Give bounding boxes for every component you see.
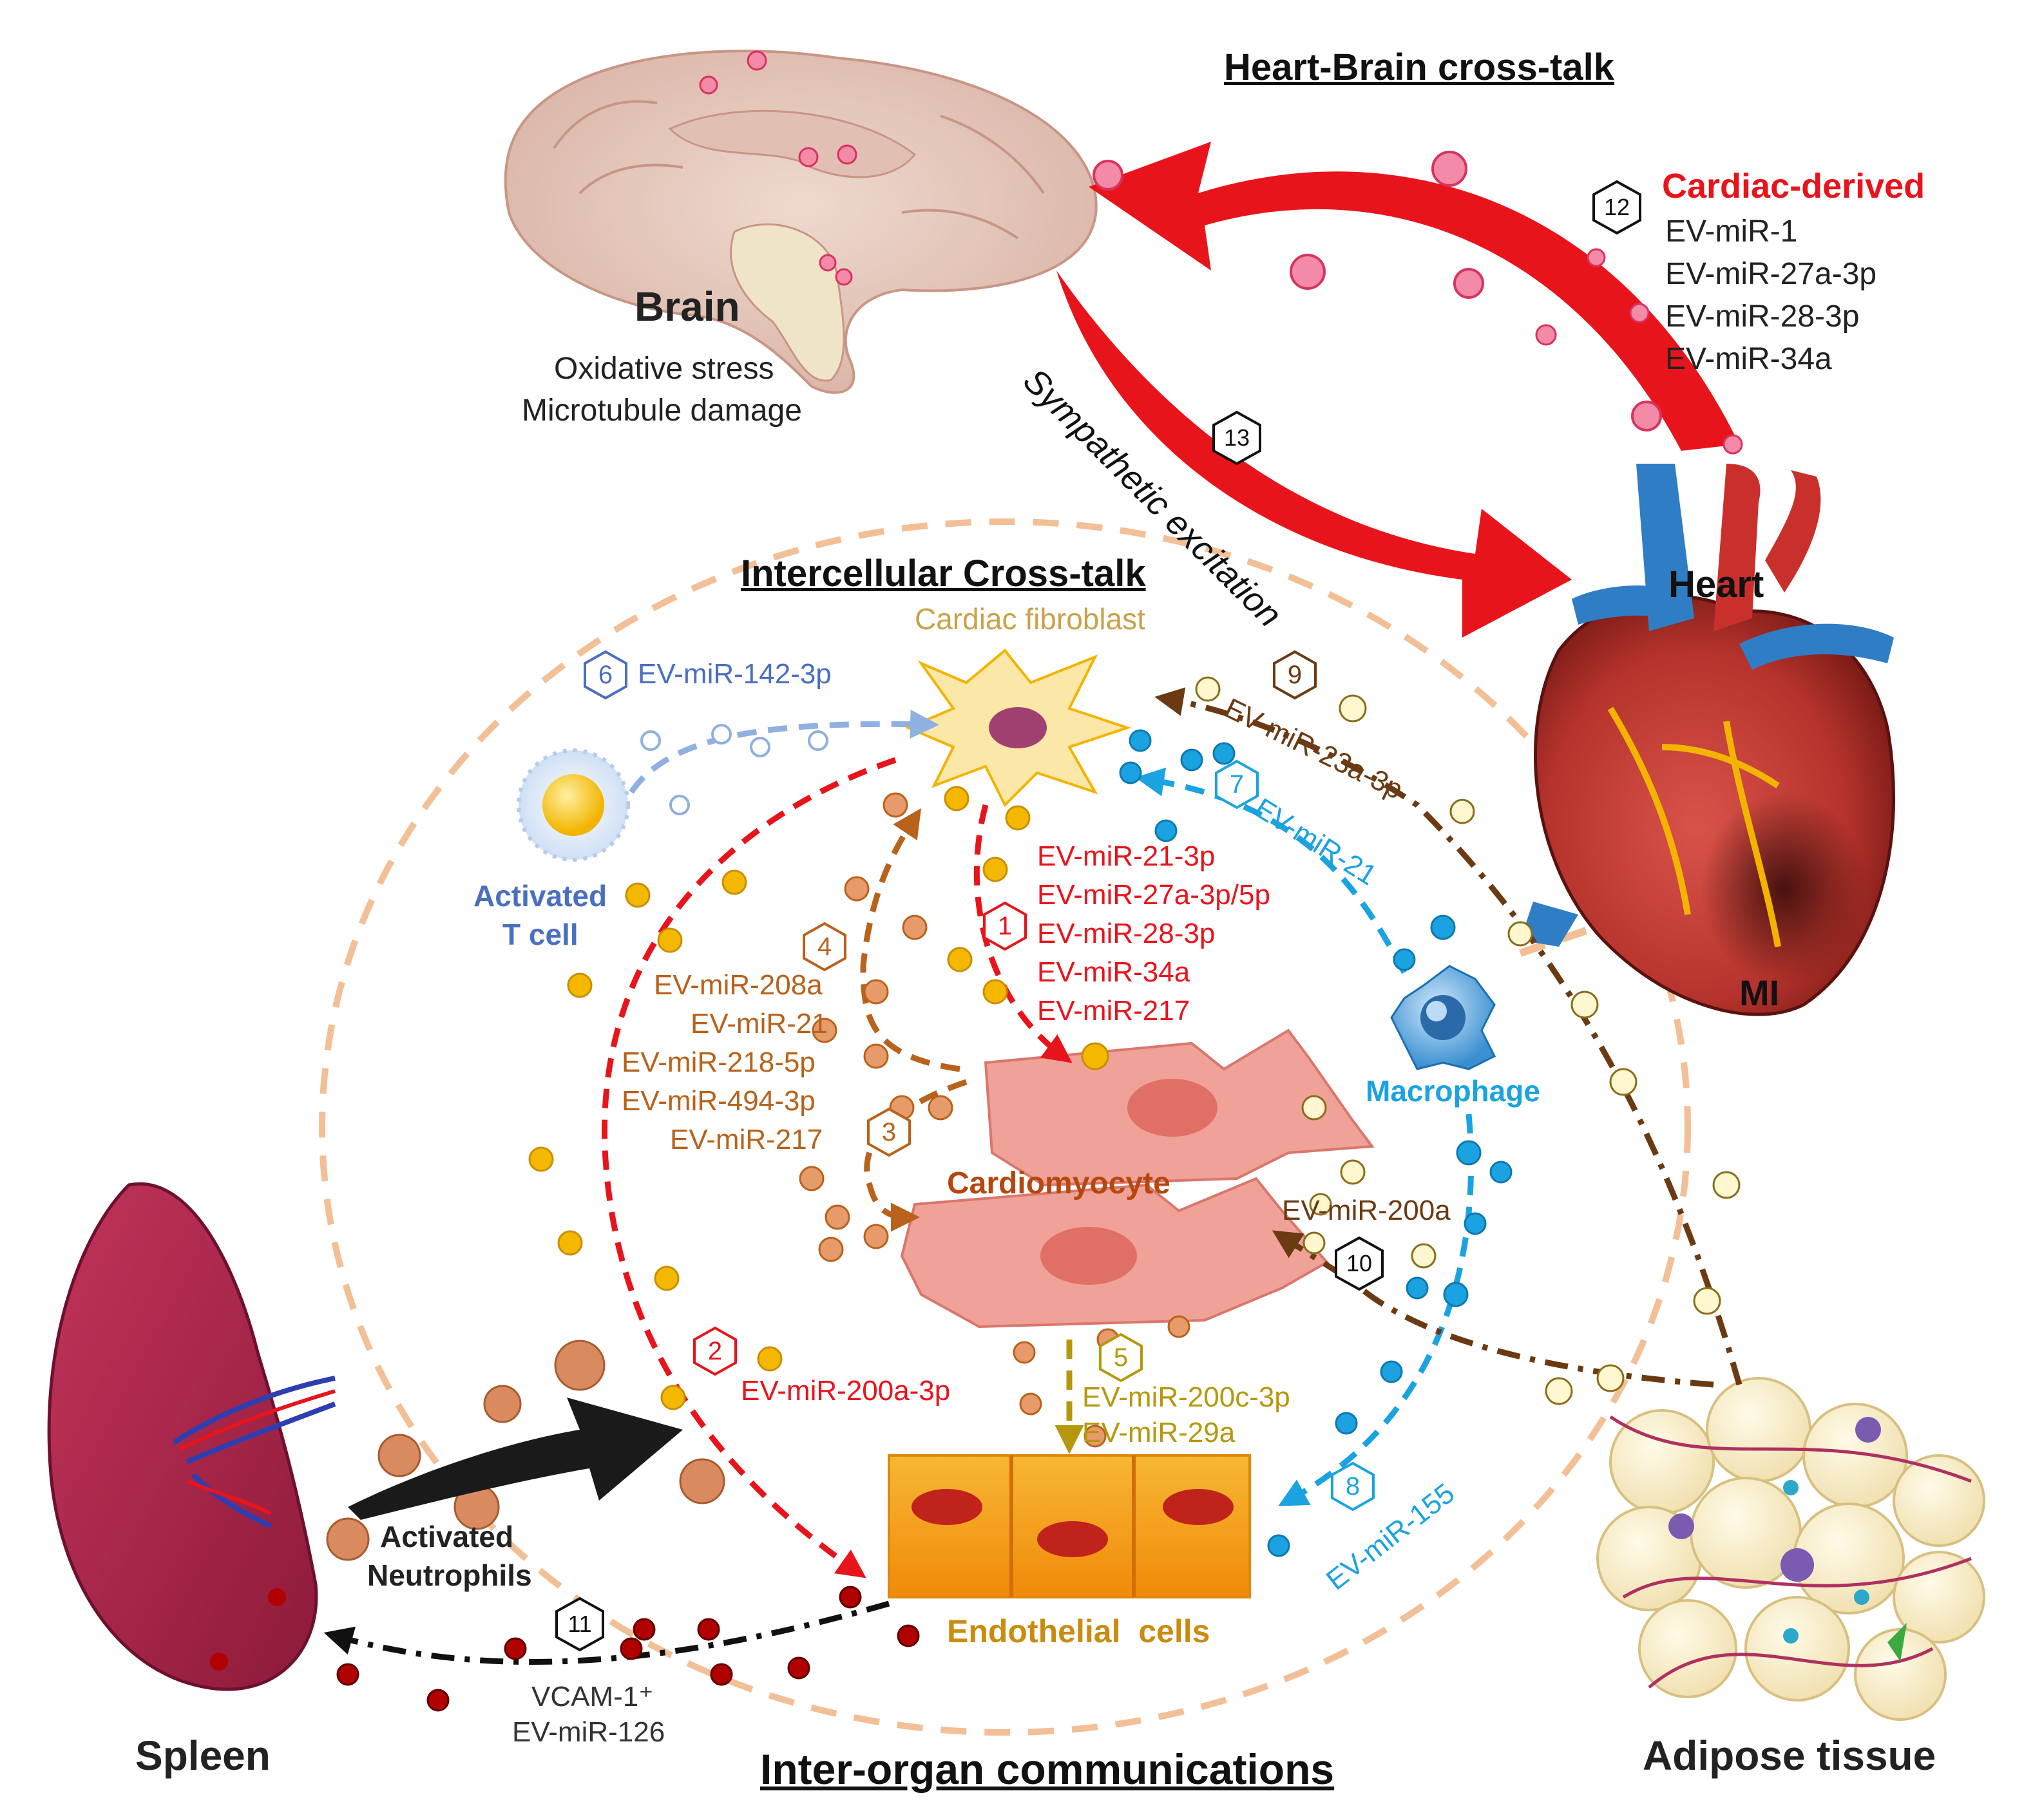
pathway-4-mir-1: EV-miR-208a — [654, 969, 823, 1001]
gold-vesicles — [528, 786, 1109, 1410]
intercellular-title: Intercellular Cross-talk — [741, 553, 1146, 594]
badge-12-number: 12 — [1603, 194, 1630, 220]
cardiac-mir-4: EV-miR-34a — [1665, 342, 1832, 376]
neutrophils-label-1: Activated — [380, 1520, 514, 1553]
neutrophil-migration-arrow — [348, 1398, 683, 1520]
heart-to-brain-arrow — [1089, 142, 1739, 451]
pathway-5-mir-2: EV-miR-29a — [1082, 1417, 1236, 1448]
adipose-tissue-illustration — [1596, 1377, 1985, 1721]
pathway-3-arrow — [864, 1079, 968, 1232]
pathway-1-mir-2: EV-miR-27a-3p/5p — [1037, 879, 1270, 911]
step-badges — [555, 180, 1641, 1652]
neutrophil-cells — [326, 1340, 725, 1561]
tcell-label-2: T cell — [502, 918, 578, 951]
neutrophils-label-2: Neutrophils — [367, 1559, 532, 1592]
badge-4-number: 4 — [817, 933, 832, 961]
cardiac-vesicles — [1093, 151, 1743, 455]
cardiac-mir-2: EV-miR-27a-3p — [1665, 257, 1877, 291]
pathway-1-arrow — [973, 804, 1073, 1063]
pathway-7-arrow — [1135, 767, 1407, 974]
mi-label: MI — [1739, 972, 1780, 1013]
brain-label: Brain — [635, 283, 740, 330]
brain-illustration — [504, 50, 1098, 394]
cardiac-mir-3: EV-miR-28-3p — [1665, 299, 1860, 334]
badge-11 — [555, 1597, 604, 1652]
fibroblast-label: Cardiac fibroblast — [915, 602, 1145, 636]
pathway-6-arrow — [629, 709, 939, 794]
adipose-vesicles — [1195, 676, 1741, 1405]
badge-2 — [693, 1326, 737, 1376]
badge-9-number: 9 — [1287, 661, 1303, 689]
tcell-vesicles — [640, 724, 828, 815]
badge-6-number: 6 — [598, 661, 613, 689]
pathway-2-mir: EV-miR-200a-3p — [741, 1375, 951, 1407]
pathway-1-mir-4: EV-miR-34a — [1037, 956, 1190, 988]
badge-13 — [1212, 410, 1261, 466]
badge-5 — [1099, 1332, 1143, 1383]
pathway-2-arrow — [602, 757, 897, 1578]
macrophage-label: Macrophage — [1366, 1074, 1540, 1108]
badge-3-number: 3 — [881, 1118, 897, 1146]
pathway-8-arrow — [1278, 1114, 1475, 1506]
brain-to-heart-arrow — [1056, 270, 1572, 638]
pathway-1-mir-1: EV-miR-21-3p — [1037, 840, 1216, 872]
intercellular-boundary — [319, 518, 1691, 1736]
pathway-1-mir-5: EV-miR-217 — [1037, 995, 1190, 1027]
badge-11-number: 11 — [568, 1611, 592, 1637]
pathway-10-arrow — [1272, 1230, 1714, 1388]
orange-vesicles — [799, 792, 1190, 1448]
brain-effect-2: Microtubule damage — [522, 393, 802, 428]
cardiac-mir-1: EV-miR-1 — [1665, 214, 1798, 249]
heart-brain-title: Heart-Brain cross-talk — [1224, 46, 1614, 88]
badge-4 — [803, 922, 846, 972]
pathway-4-mir-2: EV-miR-21 — [691, 1008, 828, 1039]
badge-1 — [983, 901, 1027, 951]
badge-5-number: 5 — [1113, 1343, 1129, 1372]
adipose-label: Adipose tissue — [1643, 1732, 1936, 1779]
pathway-6-mir: EV-miR-142-3p — [638, 658, 832, 690]
badge-2-number: 2 — [707, 1337, 723, 1365]
cardiomyocyte-cells — [900, 1028, 1375, 1329]
spleen-illustration — [47, 1182, 336, 1691]
cardiac-derived-heading: Cardiac-derived — [1662, 167, 1925, 205]
t-cell — [517, 748, 630, 862]
brain-effect-1: Oxidative stress — [554, 352, 774, 386]
tcell-label-1: Activated — [473, 879, 607, 913]
macrophage-vesicles — [1119, 729, 1513, 1557]
badge-10-number: 10 — [1346, 1250, 1373, 1276]
pathway-4-mir-3: EV-miR-218-5p — [622, 1047, 816, 1078]
pathway-11-mir-1: VCAM-1⁺ — [531, 1681, 654, 1712]
fibroblast-cell — [904, 649, 1132, 808]
endothelial-cells — [888, 1454, 1251, 1598]
inter-organ-title: Inter-organ communications — [760, 1745, 1335, 1793]
pathway-10-mir: EV-miR-200a — [1282, 1195, 1451, 1226]
badge-7 — [1215, 759, 1259, 810]
badge-10 — [1335, 1236, 1384, 1291]
pathway-11-arrow — [323, 1600, 890, 1665]
macrophage-cell — [1390, 965, 1496, 1070]
badge-8-number: 8 — [1345, 1472, 1360, 1501]
endothelial-label: Endothelial cells — [947, 1613, 1210, 1649]
badge-8 — [1331, 1461, 1375, 1512]
badge-1-number: 1 — [997, 912, 1013, 940]
heart-illustration — [1520, 464, 1896, 1016]
badge-7-number: 7 — [1229, 770, 1245, 799]
cardiomyocyte-label: Cardiomyocyte — [947, 1166, 1170, 1200]
pathway-4-mir-4: EV-miR-494-3p — [622, 1085, 816, 1117]
spleen-label: Spleen — [135, 1732, 271, 1779]
badge-9 — [1273, 650, 1317, 700]
pathway-1-mir-3: EV-miR-28-3p — [1037, 918, 1216, 949]
badge-6 — [584, 650, 627, 700]
badge-12 — [1592, 180, 1641, 235]
pathway-5-mir-1: EV-miR-200c-3p — [1082, 1381, 1290, 1413]
pathway-4-arrow — [860, 808, 960, 1072]
pathway-9-arrow — [1154, 687, 1742, 1386]
pathway-4-mir-5: EV-miR-217 — [670, 1124, 823, 1155]
heart-label: Heart — [1668, 564, 1764, 605]
pathway-11-mir-2: EV-miR-126 — [512, 1716, 665, 1748]
badge-13-number: 13 — [1223, 424, 1250, 451]
badge-3 — [867, 1107, 911, 1157]
red-vesicles — [336, 1586, 920, 1712]
